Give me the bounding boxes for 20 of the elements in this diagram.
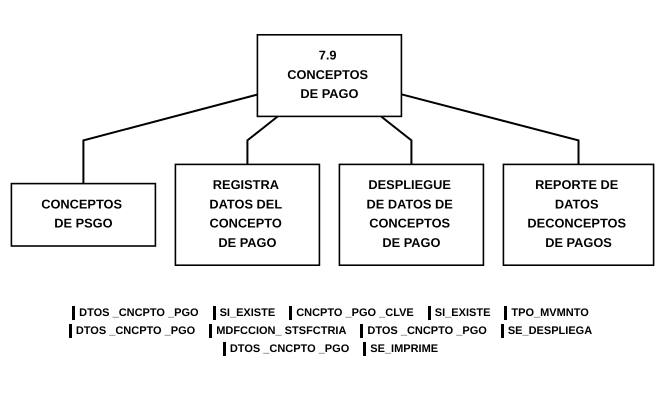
data-couple-label: DTOS _CNCPTO _PGO bbox=[68, 324, 200, 338]
connector bbox=[82, 94, 258, 184]
data-couple-label: DTOS _CNCPTO _PGO bbox=[360, 324, 491, 338]
data-couple-label: DTOS _CNCPTO _PGO bbox=[222, 342, 354, 356]
node-box: CONCEPTOS DE PSGO bbox=[10, 182, 156, 247]
connector bbox=[246, 116, 278, 164]
data-couple-label: SE_DESPLIEGA bbox=[500, 324, 596, 338]
connector bbox=[401, 93, 580, 164]
data-couple-label: CNCPTO _PGO _CLVE bbox=[289, 306, 418, 320]
node-box: REGISTRA DATOS DEL CONCEPTO DE PAGO bbox=[174, 164, 320, 266]
data-couple-label: SI_EXISTE bbox=[428, 306, 494, 320]
data-couple-label: SI_EXISTE bbox=[212, 306, 280, 320]
data-couple-label: MDFCCION_ STSFCTRIA bbox=[209, 324, 350, 338]
data-couple-label: DTOS _CNCPTO _PGO bbox=[72, 306, 203, 320]
data-couple-label: SE_IMPRIME bbox=[363, 342, 442, 356]
node-box: DESPLIEGUE DE DATOS DE CONCEPTOS DE PAGO bbox=[338, 164, 484, 266]
node-box: REPORTE DE DATOS DECONCEPTOS DE PAGOS bbox=[502, 164, 654, 266]
data-couple-label: TPO_MVMNTO bbox=[504, 306, 593, 320]
connector bbox=[380, 116, 412, 164]
node-box: 7.9 CONCEPTOS DE PAGO bbox=[256, 34, 402, 118]
